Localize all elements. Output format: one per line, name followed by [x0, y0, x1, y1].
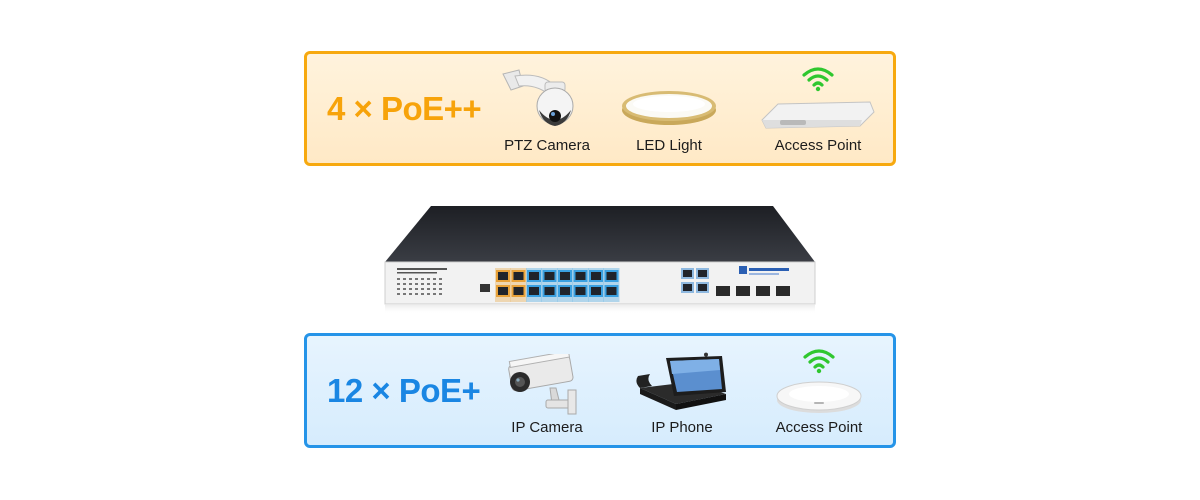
- ip-camera-icon: [508, 354, 577, 415]
- status-led: [397, 283, 400, 285]
- status-led: [421, 293, 424, 295]
- status-led: [415, 293, 418, 295]
- uplink-socket: [683, 284, 692, 291]
- status-led: [439, 293, 442, 295]
- uplink-socket: [698, 270, 707, 277]
- status-led: [433, 293, 436, 295]
- status-led: [439, 278, 442, 280]
- status-led: [439, 283, 442, 285]
- sfp-slot: [736, 286, 750, 296]
- status-led: [409, 293, 412, 295]
- access-point-label-bottom: Access Point: [775, 419, 863, 436]
- status-led: [433, 278, 436, 280]
- rj45-socket: [575, 272, 586, 280]
- ip-phone-card: IP Phone: [617, 336, 747, 445]
- status-led: [427, 278, 430, 280]
- led-light-card: LED Light: [604, 54, 734, 163]
- ptz-camera-label: PTZ Camera: [504, 137, 590, 154]
- status-led: [415, 288, 418, 290]
- access-point-card-bottom: Access Point: [754, 336, 884, 445]
- status-led: [427, 293, 430, 295]
- status-led: [397, 288, 400, 290]
- rj45-socket: [575, 287, 586, 295]
- rj45-socket: [529, 272, 539, 280]
- poe-plus-panel: 12 × PoE+ IP Camera IP Phone: [304, 333, 896, 448]
- ptz-camera-card: PTZ Camera: [482, 54, 612, 163]
- status-led: [421, 288, 424, 290]
- status-led: [421, 278, 424, 280]
- status-led: [433, 288, 436, 290]
- poe-plus-plus-panel: 4 × PoE++ PTZ Camera LED Light: [304, 51, 896, 166]
- status-led: [403, 283, 406, 285]
- status-led: [415, 278, 418, 280]
- status-led: [433, 283, 436, 285]
- rj45-socket: [591, 287, 601, 295]
- rj45-socket: [544, 272, 555, 280]
- rj45-socket: [513, 272, 524, 280]
- sfp-slot: [716, 286, 730, 296]
- status-led: [403, 293, 406, 295]
- led-light-icon: [622, 91, 716, 125]
- status-led: [397, 278, 400, 280]
- ptz-camera-icon: [502, 69, 574, 126]
- access-point-card-top: Access Point: [753, 54, 883, 163]
- rj45-socket: [591, 272, 601, 280]
- wifi-icon: [803, 349, 835, 374]
- rj45-socket: [560, 287, 570, 295]
- rj45-socket: [544, 287, 555, 295]
- rj45-socket: [606, 272, 617, 280]
- uplink-socket: [683, 270, 692, 277]
- access-point-icon: [776, 381, 862, 413]
- ip-camera-label: IP Camera: [511, 419, 583, 436]
- status-led: [403, 288, 406, 290]
- status-led: [439, 288, 442, 290]
- led-light-label: LED Light: [636, 137, 702, 154]
- ip-camera-card: IP Camera: [482, 336, 612, 445]
- rj45-socket: [498, 287, 508, 295]
- status-led: [403, 278, 406, 280]
- status-led: [409, 283, 412, 285]
- poe-switch-icon: [384, 206, 816, 314]
- rj45-socket: [560, 272, 570, 280]
- rj45-socket: [529, 287, 539, 295]
- rj45-socket: [606, 287, 617, 295]
- status-led: [397, 293, 400, 295]
- access-point-label-top: Access Point: [774, 137, 862, 154]
- ip-phone-label: IP Phone: [651, 419, 713, 436]
- poe-plus-title: 12 × PoE+: [327, 372, 481, 409]
- status-led: [427, 288, 430, 290]
- ip-phone-icon: [636, 352, 726, 410]
- status-led: [415, 283, 418, 285]
- poe-plus-plus-title: 4 × PoE++: [327, 90, 482, 127]
- sfp-slot: [776, 286, 790, 296]
- status-led: [409, 278, 412, 280]
- access-point-icon: [761, 101, 875, 129]
- status-led: [409, 288, 412, 290]
- sfp-slot: [756, 286, 770, 296]
- uplink-socket: [698, 284, 707, 291]
- rj45-socket: [513, 287, 524, 295]
- wifi-icon: [802, 67, 834, 92]
- status-led: [421, 283, 424, 285]
- status-led: [427, 283, 430, 285]
- rj45-socket: [498, 272, 508, 280]
